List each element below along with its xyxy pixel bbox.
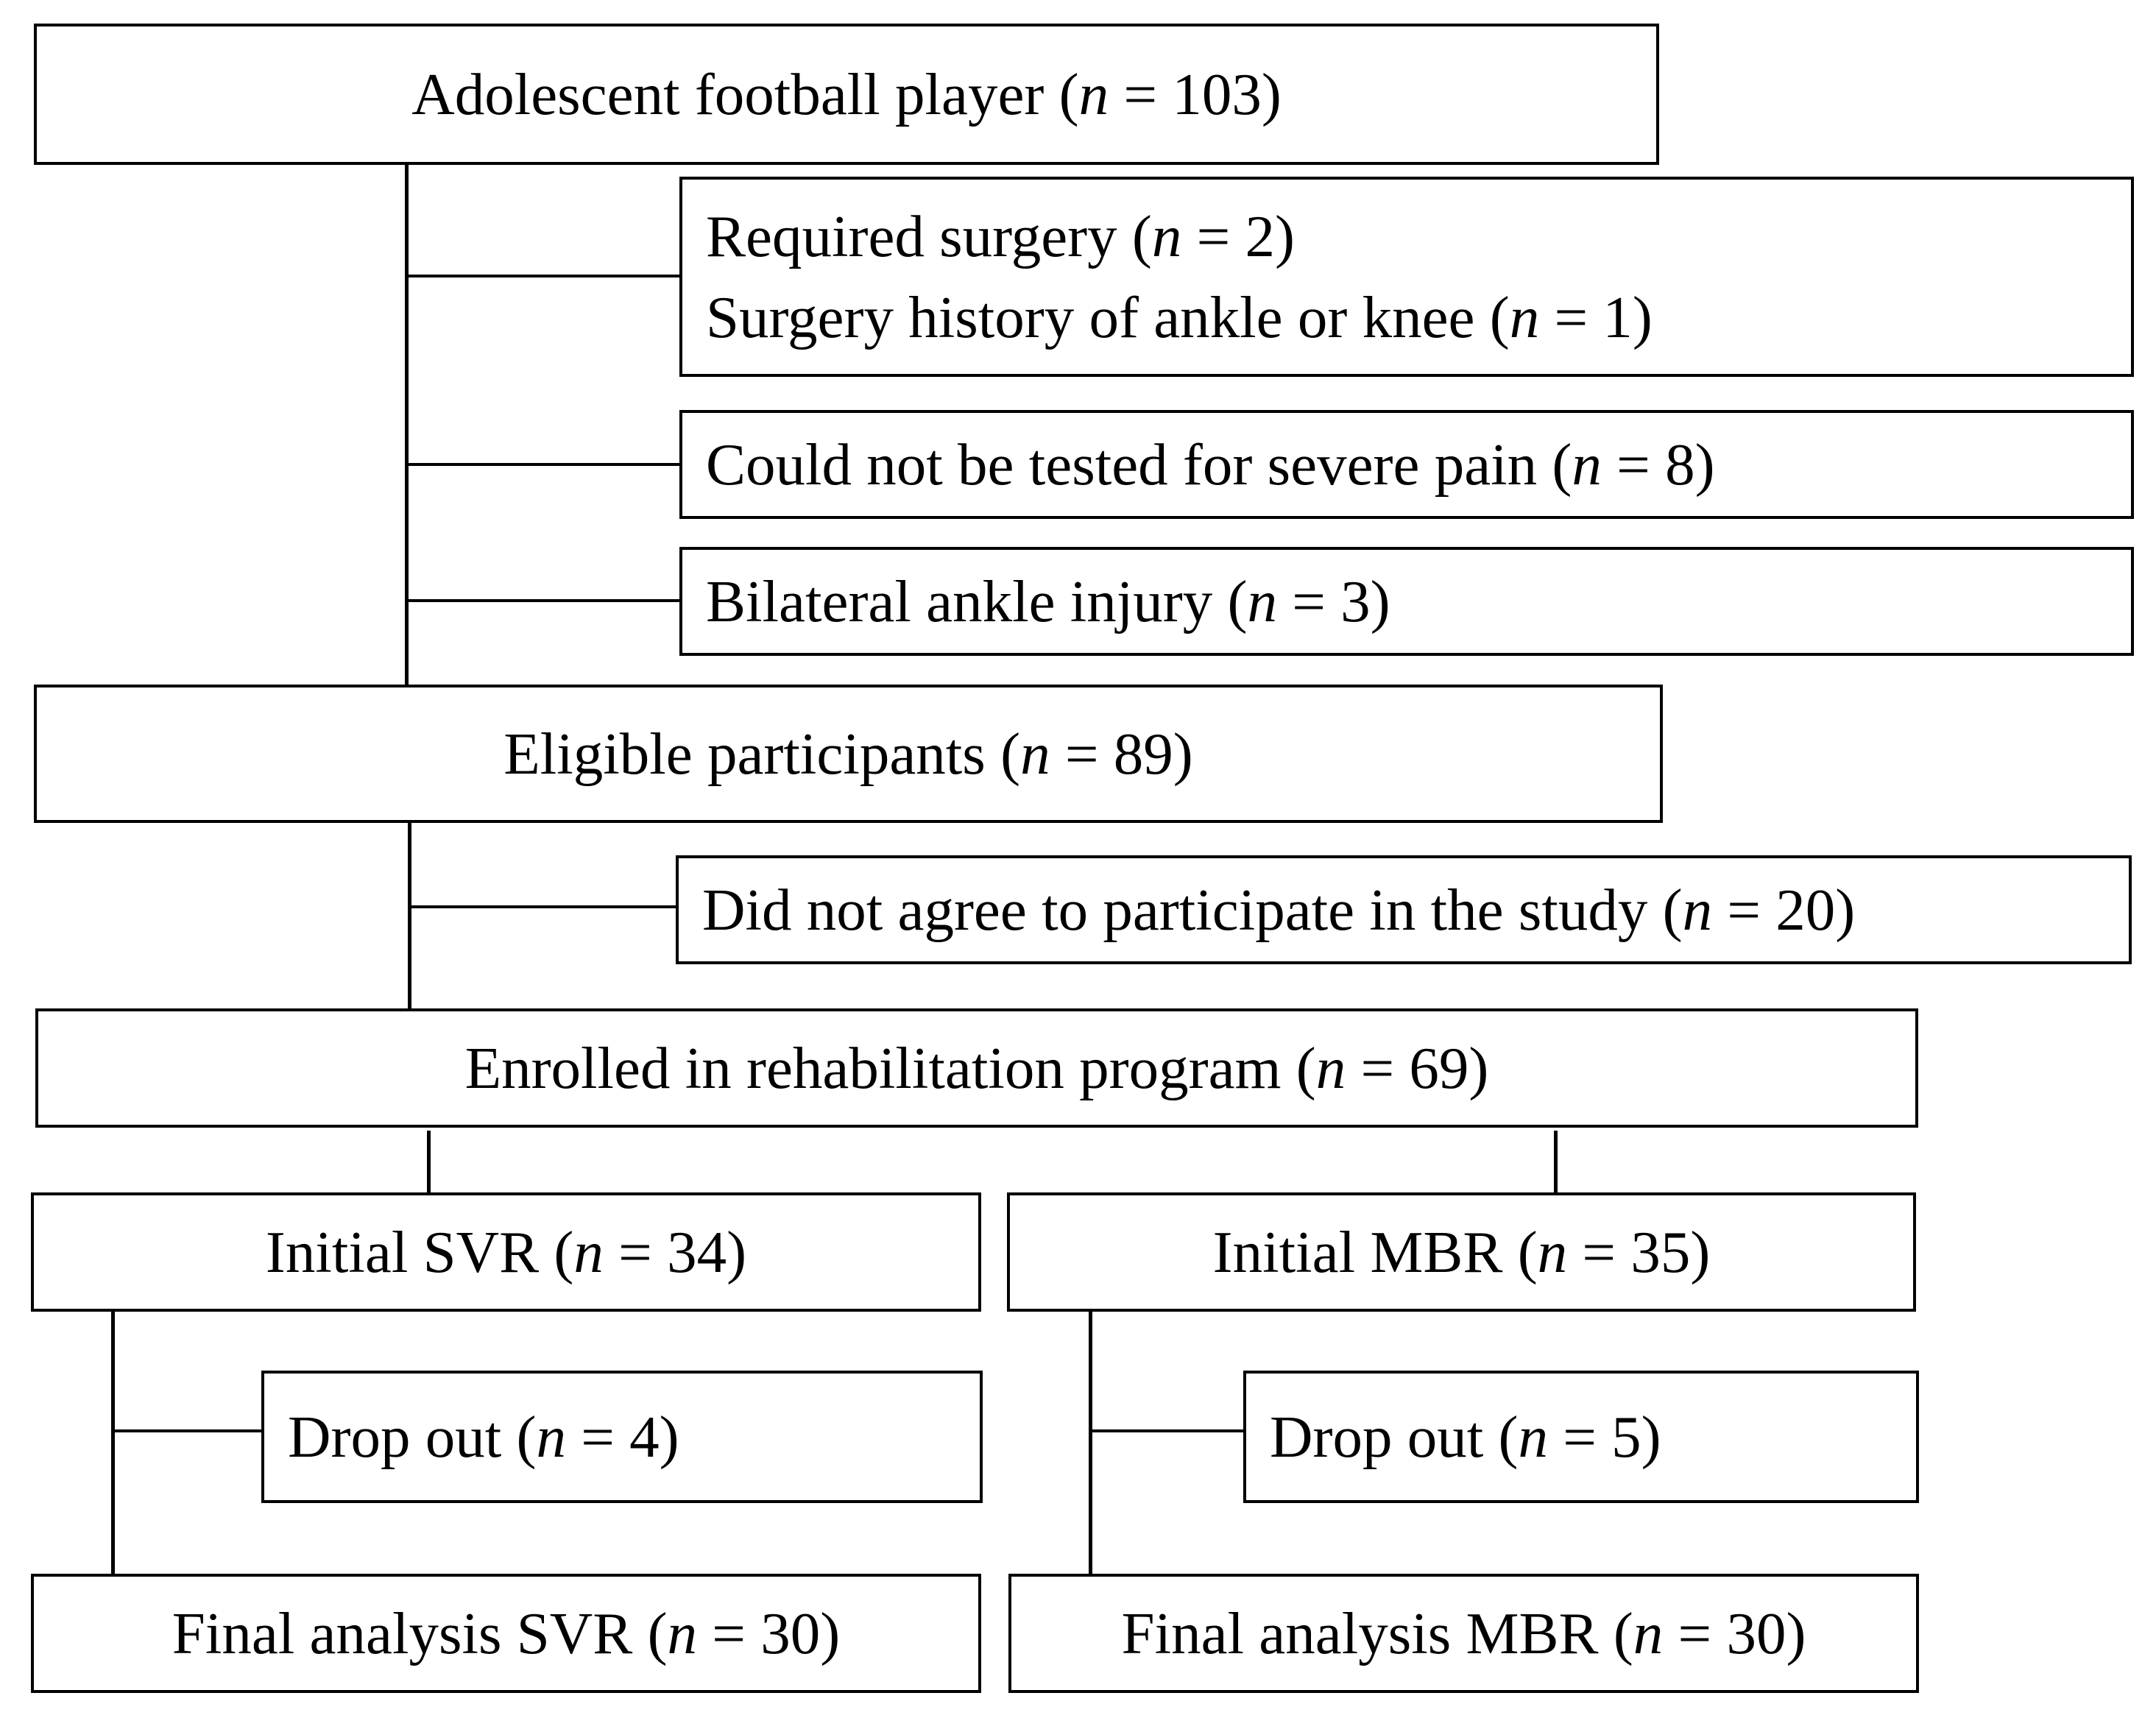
- connector-to-pain: [405, 463, 681, 466]
- adolescent-football-player-box: Adolescent football player (n = 103): [34, 24, 1659, 165]
- connector-svr-trunk: [111, 1312, 115, 1574]
- drop-out-mbr-box: Drop out (n = 5): [1243, 1371, 1919, 1503]
- surgery-exclusion-box: Required surgery (n = 2) Surgery history…: [679, 177, 2134, 377]
- initial-mbr-box: Initial MBR (n = 35): [1007, 1192, 1916, 1312]
- connector-mbr-trunk: [1089, 1312, 1092, 1574]
- connector-enrolled-to-svr: [427, 1131, 431, 1192]
- bilateral-ankle-exclusion-box: Bilateral ankle injury (n = 3): [679, 547, 2134, 656]
- connector-to-not-agree: [408, 905, 677, 908]
- connector-main-trunk-top: [405, 165, 409, 686]
- enrolled-rehabilitation-box: Enrolled in rehabilitation program (n = …: [35, 1008, 1918, 1128]
- connector-enrolled-to-mbr: [1554, 1131, 1558, 1192]
- connector-to-drop-svr: [111, 1429, 263, 1432]
- final-analysis-mbr-box: Final analysis MBR (n = 30): [1008, 1574, 1919, 1693]
- required-surgery-text: Required surgery (n = 2): [706, 203, 1295, 269]
- connector-to-surgery: [405, 275, 681, 278]
- drop-out-svr-box: Drop out (n = 4): [261, 1371, 983, 1503]
- eligible-participants-box: Eligible participants (n = 89): [34, 685, 1663, 823]
- initial-svr-box: Initial SVR (n = 34): [31, 1192, 981, 1312]
- connector-main-trunk-middle: [408, 823, 411, 1010]
- final-analysis-svr-box: Final analysis SVR (n = 30): [31, 1574, 981, 1693]
- severe-pain-exclusion-box: Could not be tested for severe pain (n =…: [679, 410, 2134, 519]
- surgery-history-text: Surgery history of ankle or knee (n = 1): [706, 284, 1653, 350]
- connector-to-drop-mbr: [1089, 1429, 1245, 1432]
- connector-to-bilateral: [405, 599, 681, 602]
- did-not-agree-box: Did not agree to participate in the stud…: [676, 855, 2132, 964]
